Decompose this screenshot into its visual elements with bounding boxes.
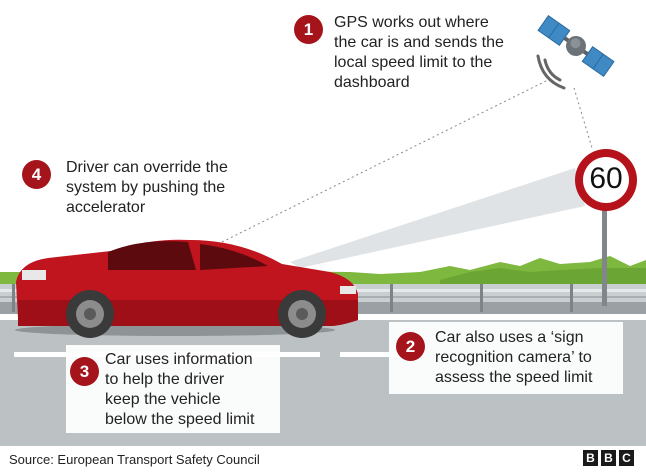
- callout-box: [66, 345, 280, 433]
- callout-text: Car also uses a ‘sign recognition camera…: [435, 329, 593, 386]
- callout-gps: 1 GPS works out where the car is and sen…: [294, 14, 504, 93]
- callout-text: GPS works out where the car is and sends…: [334, 14, 504, 91]
- logo-letter: B: [601, 450, 616, 466]
- logo-letter: C: [619, 450, 634, 466]
- callout-speed-assist: 3 Car uses information to help the drive…: [70, 350, 254, 430]
- sign-link-line: [573, 87, 593, 149]
- sign-post: [602, 210, 607, 306]
- bbc-logo: B B C: [583, 450, 634, 466]
- callout-override: 4 Driver can override the system by push…: [22, 159, 228, 218]
- callout-number-badge: 4: [22, 160, 51, 189]
- callout-number-badge: 2: [396, 332, 425, 361]
- gps-link-line: [221, 79, 549, 243]
- callout-number-badge: 3: [70, 357, 99, 386]
- callout-box: [389, 322, 623, 394]
- satellite-signal-waves: [536, 54, 566, 90]
- car-icon: [15, 239, 358, 338]
- logo-letter: B: [583, 450, 598, 466]
- callout-text: Driver can override the system by pushin…: [66, 159, 228, 216]
- callout-number-badge: 1: [294, 15, 323, 44]
- speed-sign-face: [583, 157, 629, 203]
- callout-sign-camera: 2 Car also uses a ‘sign recognition came…: [396, 328, 592, 388]
- callout-text: Car uses information to help the driver …: [105, 351, 255, 428]
- satellite-icon: [537, 14, 615, 78]
- lane-marking: [340, 352, 406, 357]
- speed-limit-value: 60: [589, 162, 623, 195]
- source-caption: Source: European Transport Safety Counci…: [9, 452, 260, 467]
- camera-beam: [290, 168, 585, 268]
